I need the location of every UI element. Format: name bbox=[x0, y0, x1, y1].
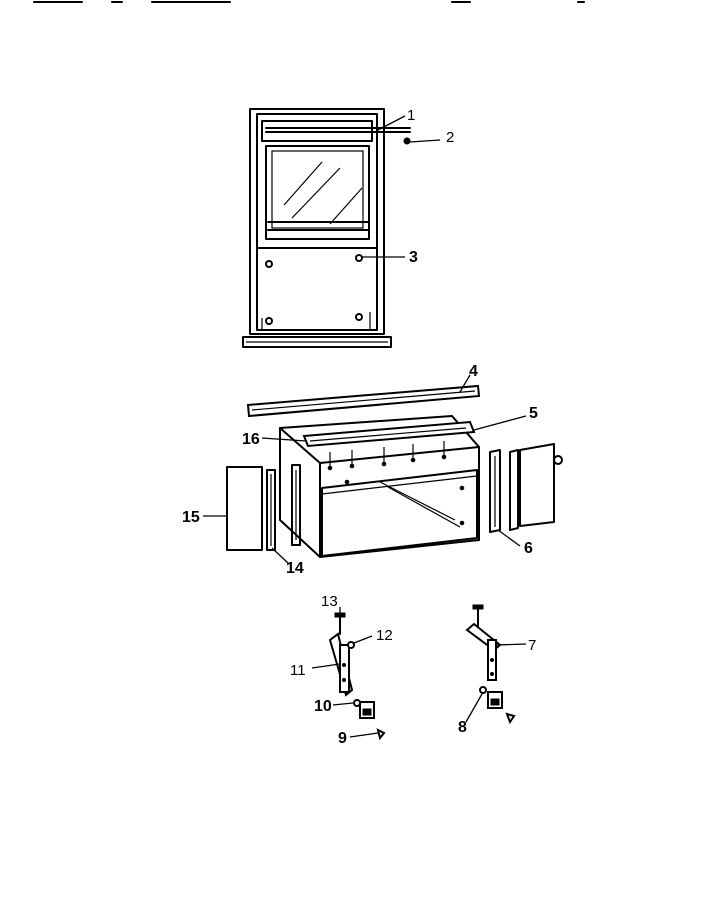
callout-6: 6 bbox=[524, 540, 533, 557]
callout-14: 14 bbox=[286, 560, 304, 577]
callout-3: 3 bbox=[409, 249, 418, 266]
leader-lines bbox=[203, 115, 527, 738]
callout-9: 9 bbox=[338, 730, 347, 747]
bracket-assembly-left bbox=[328, 612, 386, 741]
callout-15: 15 bbox=[182, 509, 200, 526]
right-side-parts bbox=[489, 443, 563, 533]
window-assembly bbox=[242, 108, 411, 348]
callout-10: 10 bbox=[314, 698, 332, 715]
callout-5: 5 bbox=[529, 405, 538, 422]
top-rail bbox=[246, 384, 481, 418]
callout-2: 2 bbox=[446, 129, 454, 146]
cabinet-screws bbox=[327, 441, 465, 526]
callout-12: 12 bbox=[376, 627, 393, 644]
callout-11: 11 bbox=[290, 662, 306, 679]
callout-16: 16 bbox=[242, 431, 260, 448]
callout-4: 4 bbox=[469, 363, 478, 380]
callout-labels: 1 2 3 4 5 6 7 8 9 10 11 12 13 14 15 16 bbox=[182, 107, 538, 747]
callout-1: 1 bbox=[407, 107, 415, 124]
callout-8: 8 bbox=[458, 719, 467, 736]
left-side-parts bbox=[226, 464, 301, 551]
callout-13: 13 bbox=[321, 593, 338, 610]
cabinet-sleeve bbox=[279, 415, 480, 558]
bracket-assembly-right bbox=[465, 604, 516, 725]
callout-7: 7 bbox=[528, 637, 536, 654]
